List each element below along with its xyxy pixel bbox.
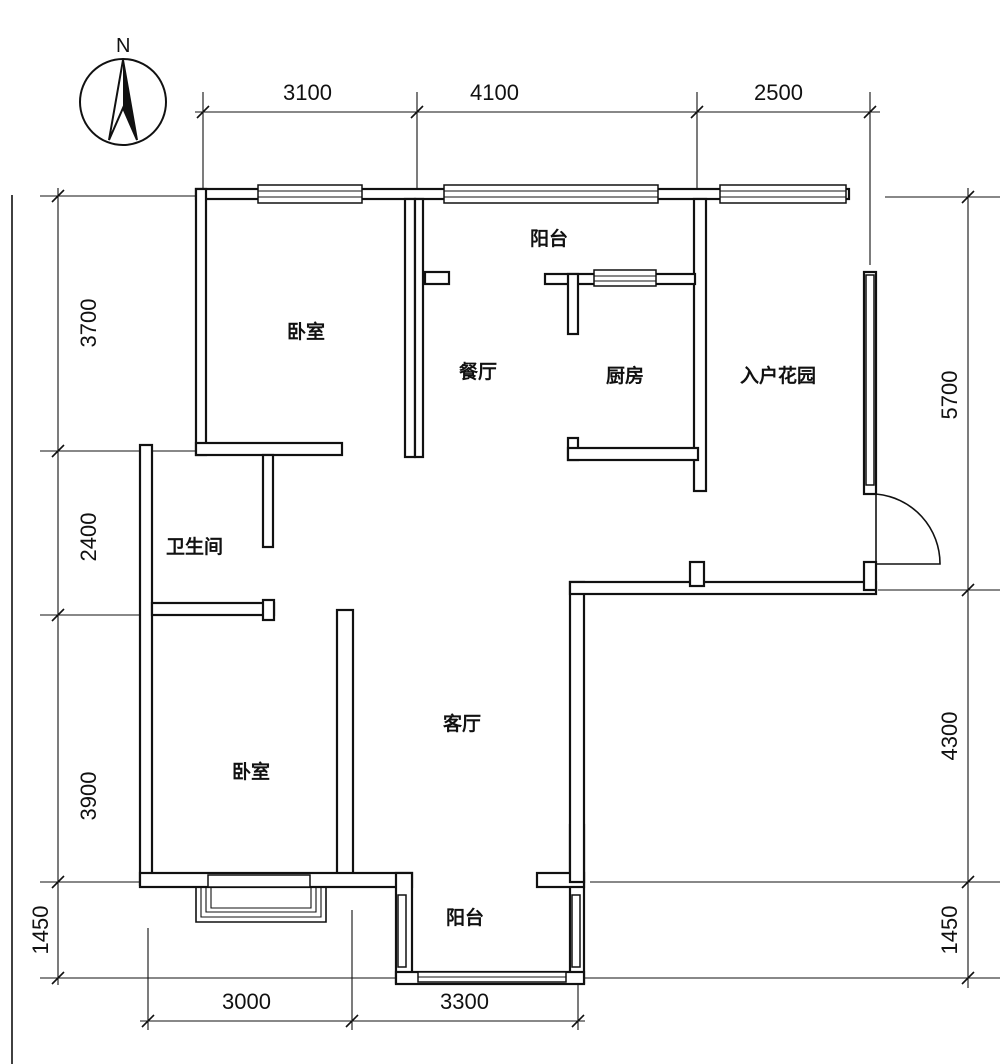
bedroom-north-west-wall bbox=[194, 187, 208, 457]
dim-left-1: 3700 bbox=[76, 299, 101, 348]
kitchen-stub-wall bbox=[566, 272, 580, 336]
dim-left-4: 1450 bbox=[28, 906, 53, 955]
dimension-right: 5700 4300 1450 bbox=[585, 188, 1000, 988]
north-label: N bbox=[116, 35, 130, 57]
walls bbox=[138, 187, 878, 986]
bathroom-east-wall bbox=[261, 453, 275, 549]
bathroom-south-wall bbox=[150, 601, 276, 617]
dim-top-2: 4100 bbox=[470, 80, 519, 105]
window-kitchen bbox=[593, 269, 657, 287]
bedroom-dining-wall-inner bbox=[413, 197, 425, 459]
room-dining: 餐厅 bbox=[459, 360, 497, 383]
garden-door-jamb bbox=[862, 560, 878, 592]
kitchen-garden-wall bbox=[692, 197, 708, 493]
dim-left-3: 3900 bbox=[76, 772, 101, 821]
room-kitchen: 厨房 bbox=[606, 364, 644, 387]
garden-south-wall bbox=[568, 580, 878, 596]
room-entry-garden: 入户花园 bbox=[740, 364, 816, 387]
room-bathroom: 卫生间 bbox=[166, 535, 223, 558]
dim-top-3: 2500 bbox=[754, 80, 803, 105]
dimension-left: 3700 2400 3900 1450 bbox=[28, 188, 410, 985]
dim-bottom-2: 3300 bbox=[440, 989, 489, 1014]
window-garden-east bbox=[865, 274, 875, 486]
bathroom-south-stub bbox=[261, 598, 276, 622]
room-bedroom-south: 卧室 bbox=[232, 760, 270, 783]
room-balcony-south: 阳台 bbox=[446, 906, 484, 929]
dimension-top: 3100 4100 2500 bbox=[195, 80, 880, 265]
compass-arrow-fill bbox=[123, 60, 137, 140]
compass-circle bbox=[79, 58, 167, 146]
room-labels: 卧室 阳台 餐厅 厨房 入户花园 卫生间 客厅 卧室 阳台 bbox=[166, 227, 816, 929]
west-exterior-wall bbox=[138, 443, 154, 887]
garden-south-stub bbox=[688, 560, 706, 588]
dim-top-1: 3100 bbox=[283, 80, 332, 105]
bedroom-south-east-wall bbox=[335, 608, 355, 884]
window-garden bbox=[719, 184, 847, 204]
north-compass: N bbox=[79, 35, 167, 146]
window-balcony-west bbox=[397, 894, 407, 968]
room-living: 客厅 bbox=[443, 712, 481, 735]
dim-left-2: 2400 bbox=[76, 513, 101, 562]
windows bbox=[195, 184, 875, 983]
dimension-bottom: 3000 3300 bbox=[140, 910, 585, 1030]
kitchen-south-wall bbox=[566, 446, 700, 462]
dim-right-3: 1450 bbox=[937, 906, 962, 955]
window-balcony-north bbox=[443, 184, 659, 204]
dim-bottom-1: 3000 bbox=[222, 989, 271, 1014]
dining-stub-wall bbox=[423, 270, 451, 286]
room-bedroom-north: 卧室 bbox=[287, 320, 325, 343]
window-balcony-east bbox=[571, 894, 581, 968]
room-balcony-north: 阳台 bbox=[530, 227, 568, 250]
window-bedroom-south bbox=[207, 874, 311, 888]
bedroom-dining-wall bbox=[403, 197, 417, 459]
dim-right-2: 4300 bbox=[937, 712, 962, 761]
entry-door bbox=[875, 493, 941, 565]
living-east-wall bbox=[568, 580, 586, 884]
bay-window-outer bbox=[195, 887, 327, 923]
window-bedroom-north bbox=[257, 184, 363, 204]
bedroom-north-south-wall bbox=[194, 441, 344, 457]
dim-right-1: 5700 bbox=[937, 371, 962, 420]
